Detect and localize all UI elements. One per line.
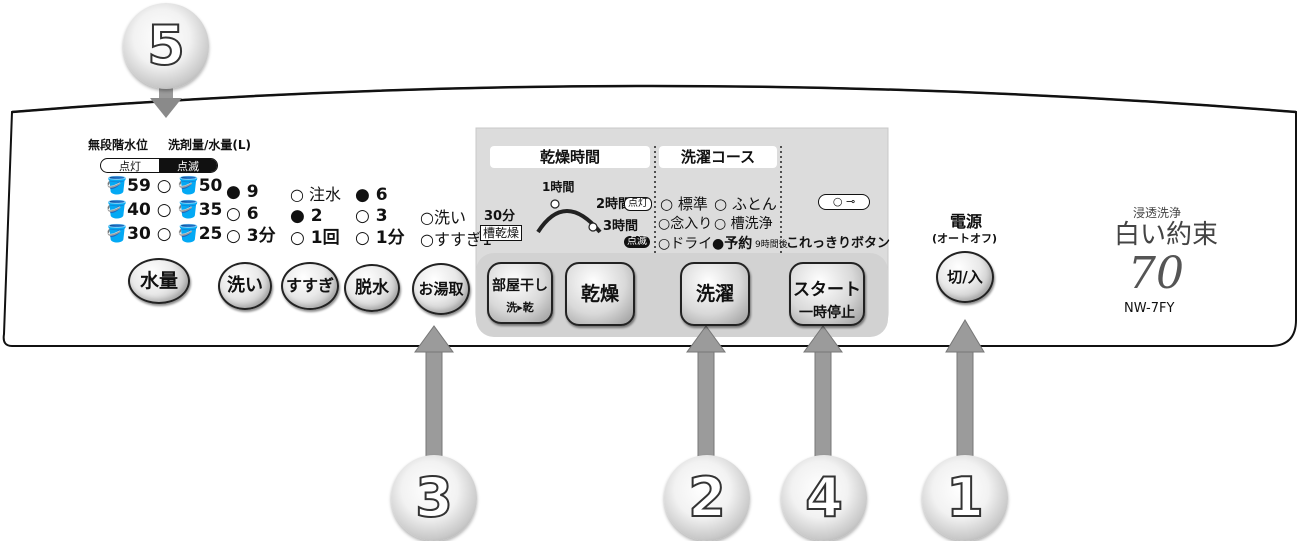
brand-sub: 浸透洗浄: [1133, 206, 1182, 220]
start-label: スタート: [793, 280, 861, 300]
wash-course-button[interactable]: 洗濯: [680, 262, 750, 326]
course-header: 洗濯コース: [659, 146, 777, 168]
dry-time-2h: 2時間: [596, 197, 632, 212]
start-pause-button[interactable]: スタート 一時停止: [789, 262, 865, 326]
water-level-item: 🪣59 ○ 🪣50: [106, 176, 223, 196]
hot-water-button[interactable]: お湯取: [412, 263, 470, 315]
course-standard: ○ 標準: [660, 195, 708, 213]
dry-button[interactable]: 乾燥: [565, 262, 635, 326]
hot-water-option: ○洗い: [420, 208, 466, 227]
lamp-legend: 点灯 点滅: [100, 158, 218, 173]
pause-label: 一時停止: [799, 305, 855, 321]
water-level-mode-label: 無段階水位: [88, 138, 149, 152]
wash-option: ● 9: [226, 182, 259, 202]
course-timer: ●予約: [712, 236, 753, 252]
rinse-button[interactable]: すすぎ: [281, 262, 339, 310]
dry-time-3h: 3時間: [603, 219, 639, 234]
power-sub-label: (オートオフ): [932, 232, 998, 245]
room-dry-button[interactable]: 部屋干し 洗▸乾: [487, 262, 553, 324]
course-careful: ○念入り: [658, 216, 713, 232]
course-dry: ○ドライ: [658, 236, 713, 252]
wash-option: ○ 3分: [226, 226, 276, 246]
rinse-option: ● 2: [290, 206, 323, 226]
spin-option: ○ 1分: [355, 228, 405, 248]
brand-number: 70: [1128, 248, 1184, 299]
lock-key-icon: ○ ⊸: [818, 194, 870, 210]
course-futon: ○ ふとん: [714, 195, 777, 213]
course-tub-clean: ○ 槽洗浄: [714, 216, 773, 232]
rinse-option: ○ 1回: [290, 228, 340, 248]
dry-time-30min: 30分: [484, 209, 516, 224]
power-button[interactable]: 切/入: [936, 251, 994, 303]
dry-time-2h-badge: 点灯: [624, 197, 652, 211]
room-dry-label: 部屋干し: [492, 278, 548, 294]
callout-5: 5: [123, 3, 209, 89]
dry-time-1h: 1時間: [542, 180, 575, 194]
dry-time-3h-badge: 点滅: [624, 236, 650, 248]
wash-option: ○ 6: [226, 204, 259, 224]
course-timer-9h: 9時間後: [755, 240, 788, 250]
model-number: NW-7FY: [1124, 301, 1175, 316]
callout-3: 3: [391, 455, 477, 541]
hot-water-option: ○すすぎ1: [420, 230, 493, 249]
dry-time-header: 乾燥時間: [490, 146, 650, 168]
tub-dry-label: 槽乾燥: [480, 225, 523, 241]
callout-4: 4: [781, 455, 867, 541]
detergent-water-label: 洗剤量/水量(L): [168, 138, 251, 152]
wash-button[interactable]: 洗い: [218, 262, 272, 310]
brand-name: 白い約束: [1114, 220, 1219, 250]
power-label: 電源: [950, 212, 983, 231]
rinse-option: ○ 注水: [290, 185, 342, 204]
callout-2: 2: [664, 455, 750, 541]
callout-1: 1: [922, 455, 1008, 541]
water-level-item: 🪣40 ○ 🪣35: [106, 200, 223, 220]
spin-option: ● 6: [355, 185, 388, 205]
lamp-on-label: 点灯: [119, 160, 141, 173]
spin-option: ○ 3: [355, 206, 388, 226]
spin-button[interactable]: 脱水: [344, 264, 400, 312]
water-amount-button[interactable]: 水量: [128, 258, 190, 304]
lock-label: これっきりボタン: [786, 236, 891, 251]
room-dry-sub: 洗▸乾: [506, 301, 534, 314]
water-level-item: 🪣30 ○ 🪣25: [106, 224, 223, 244]
lamp-blink-label: 点滅: [159, 159, 217, 172]
